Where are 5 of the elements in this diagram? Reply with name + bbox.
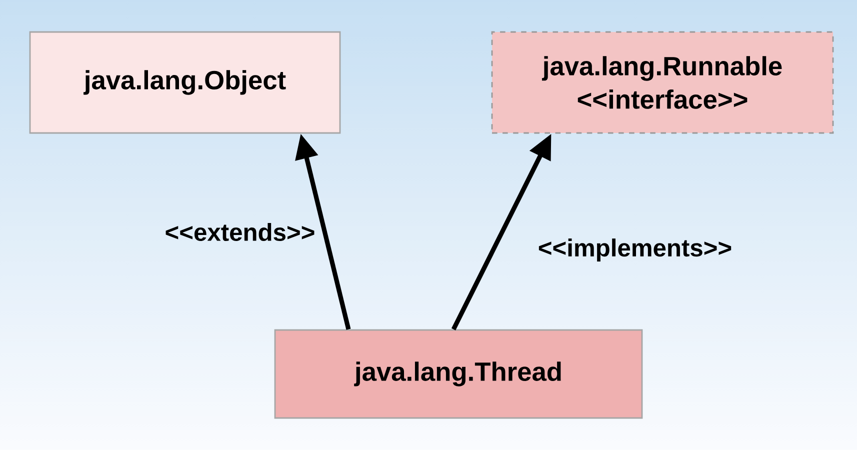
edge-label: <<extends>> [166, 222, 314, 242]
edge-label: <<implements>> [538, 238, 732, 262]
class-box: java.lang.Object [29, 31, 341, 134]
class-box: java.lang.Thread [274, 329, 643, 419]
interface-box: java.lang.Runnable <<interface>> [491, 31, 834, 134]
